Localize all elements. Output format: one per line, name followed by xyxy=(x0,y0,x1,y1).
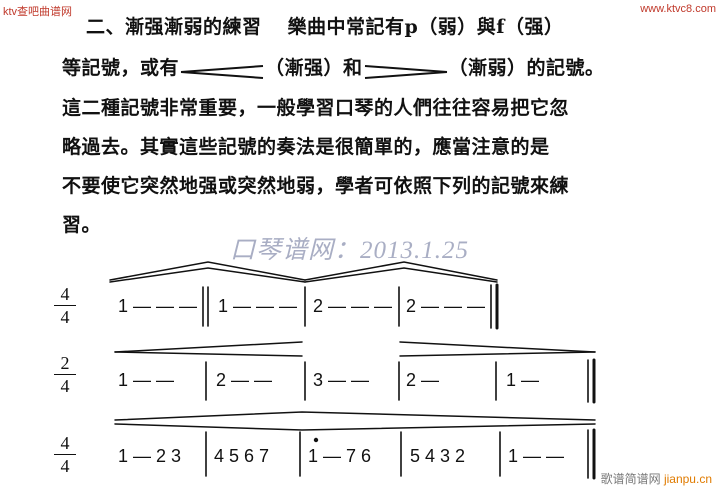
measure: 2 — — — xyxy=(406,296,486,316)
section-title: 二、漸强漸弱的練習 xyxy=(86,16,262,38)
bar-lines-row-2 xyxy=(205,358,596,404)
line1-rest: 樂曲中常記有p（弱）與f（强） xyxy=(287,16,564,38)
footer-site-cn: 歌谱简谱网 xyxy=(600,472,661,486)
measure: 2 — — xyxy=(216,370,273,390)
date-watermark: 口琴谱网：2013.1.25 xyxy=(230,237,470,264)
site-watermark-left: ktv查吧曲谱网 xyxy=(3,6,73,18)
line2-part-c: （漸弱）的記號。 xyxy=(448,57,605,79)
text-line-4: 略過去。其實這些記號的奏法是很簡單的，應當注意的是 xyxy=(62,136,550,158)
line2-part-a: 等記號，或有 xyxy=(62,57,180,79)
measure: 2 — xyxy=(406,370,440,390)
line2-part-b: （漸强）和 xyxy=(265,57,363,79)
text-line-5: 不要使它突然地强或突然地弱，學者可依照下列的記號來練 xyxy=(62,175,570,197)
footer-watermark: 歌谱简谱网 jianpu.cn xyxy=(601,470,712,487)
measure: 4 5 6 7 xyxy=(214,446,270,466)
measure: 1 — — xyxy=(508,446,565,466)
dynamics-hairpins-row-1 xyxy=(109,261,498,283)
footer-site-en: jianpu.cn xyxy=(663,472,712,486)
measure: 2 — — — xyxy=(313,296,393,316)
bar-lines-row-3 xyxy=(205,428,596,480)
site-watermark-right: www.ktvc8.com xyxy=(640,3,716,15)
decrescendo-symbol xyxy=(363,62,449,79)
octave-dot xyxy=(313,437,319,443)
text-line-3: 這二種記號非常重要，一般學習口琴的人們往往容易把它忽 xyxy=(62,97,570,119)
measure: 1 — 2 3 xyxy=(118,446,182,466)
dynamics-hairpins-row-3 xyxy=(114,411,596,431)
measure: 1 — — — xyxy=(218,296,298,316)
measure: 1 — — — xyxy=(118,296,198,316)
text-line-2: 等記號，或有 （漸强）和 （漸弱）的記號。 xyxy=(62,53,605,80)
crescendo-symbol xyxy=(179,62,265,79)
measure: 1 — — xyxy=(118,370,175,390)
measure: 1 — 7 6 xyxy=(308,446,372,466)
text-line-1: 二、漸强漸弱的練習 樂曲中常記有p（弱）與f（强） xyxy=(86,12,563,39)
measure: 5 4 3 2 xyxy=(410,446,466,466)
measure: 1 — xyxy=(506,370,540,390)
measure: 3 — — xyxy=(313,370,370,390)
dynamics-hairpins-row-2 xyxy=(114,341,596,357)
bar-lines-row-1 xyxy=(202,283,499,330)
text-line-6: 習。 xyxy=(62,214,102,236)
